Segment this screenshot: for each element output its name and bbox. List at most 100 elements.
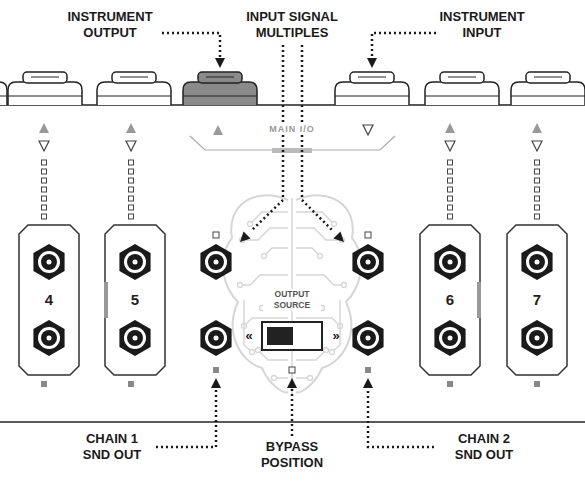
brain-circuit [296,275,344,285]
panel-outline [105,225,165,375]
brain-circuit [296,350,326,360]
brain-circuit [258,350,288,360]
panel-outline [439,251,461,273]
panel-outline [119,320,150,356]
leader-line [156,33,436,447]
footswitch [448,77,476,78]
panel-outline [521,320,552,356]
panel-outline [507,225,567,375]
callout-label: INSTRUMENT OUTPUT [58,9,162,41]
signal-marker [213,367,219,373]
leader-line [156,388,216,447]
panel-outline [442,330,458,346]
leader-line [252,45,283,230]
footswitch [425,96,499,97]
signal-marker [213,232,219,238]
footswitch [198,72,242,83]
brain-circuit [238,283,243,288]
panel-outline [127,254,143,270]
jack-number: 5 [104,291,166,309]
jack-socket [366,336,371,341]
output-source-switch [267,327,293,345]
signal-marker [213,125,223,135]
panel-outline [47,260,52,265]
brain-circuit [324,348,329,353]
callout-label: CHAIN 1 SND OUT [76,431,148,463]
signal-marker [535,178,540,183]
signal-marker [129,205,134,210]
footswitch [358,77,386,78]
signal-marker [128,381,134,387]
panel-outline [434,244,465,280]
footswitch [0,82,7,105]
footswitch [440,72,484,83]
signal-marker [535,187,540,192]
jack-socket [357,327,379,349]
signal-marker [532,141,542,151]
signal-marker [535,169,540,174]
signal-marker [535,196,540,201]
leader-line [162,33,220,58]
panel-outline [442,254,458,270]
brain-circuit [332,222,337,227]
leader-line [372,33,436,58]
signal-marker [448,205,453,210]
panel-outline [41,330,57,346]
signal-marker [448,160,453,165]
footswitch [112,72,156,83]
signal-marker [39,123,49,133]
signal-marker [365,367,371,373]
output-source-switch [262,322,322,350]
footswitch [350,72,394,83]
signal-marker [42,160,47,165]
signal-marker [42,169,47,174]
signal-marker [447,381,453,387]
brain-circuit [240,275,288,285]
panel-outline [124,251,146,273]
panel-outline [41,254,57,270]
jack-socket [352,244,383,280]
panel-outline [535,260,540,265]
footswitch [0,96,7,97]
signal-marker [42,205,47,210]
jack-socket [366,260,371,265]
panel-outline [38,251,60,273]
jack-socket [200,244,383,356]
leader-line [291,388,294,436]
jack-socket [360,254,376,270]
footswitch [534,77,562,78]
signal-marker [129,214,134,219]
panel-outline [133,336,138,341]
footswitch [335,96,409,97]
panel-outline [535,336,540,341]
panel-outline [124,327,146,349]
jack-number: 4 [18,291,80,309]
leader-line [240,231,251,242]
leader-line [333,231,344,242]
signal-marker [42,214,47,219]
jack-panel: 4 [18,224,80,376]
leader-line [367,58,377,68]
footswitch [511,82,585,105]
brain-circuit [342,283,347,288]
jack-socket [200,320,231,356]
footswitch [183,82,257,105]
brain-circuit [318,254,323,259]
brain-circuit [248,222,253,227]
callout-label: INPUT SIGNAL MULTIPLES [236,9,348,41]
jack-socket [214,336,219,341]
callout-label: BYPASS POSITION [252,439,332,471]
signal-marker [535,214,540,219]
signal-marker [448,169,453,174]
switch-label: OUTPUT SOURCE [263,289,321,311]
panel-outline [133,260,138,265]
jack-socket [208,254,224,270]
signal-marker [448,178,453,183]
leader-line [215,58,225,68]
signal-marker [363,125,373,135]
signal-marker [41,381,47,387]
signal-marker [445,141,455,151]
jack-socket [214,260,219,265]
switch-arrow: » [328,328,344,344]
panel-outline [33,320,64,356]
